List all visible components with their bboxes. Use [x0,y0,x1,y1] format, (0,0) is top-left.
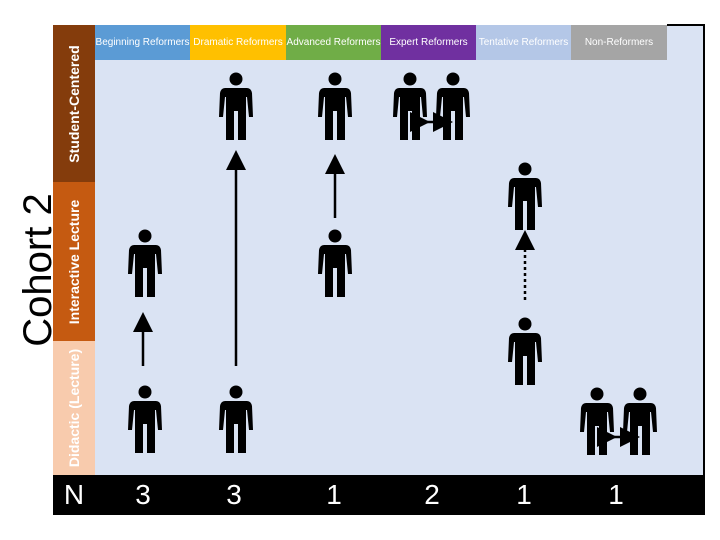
person-icon [219,385,253,453]
row-interactive-lecture: Interactive Lecture [53,182,95,341]
header-beginning-reformers: Beginning Reformers [95,25,190,60]
person-icon [623,387,657,455]
header-advanced-reformers: Advanced Reformers [286,25,381,60]
header-non-reformers: Non-Reformers [571,25,667,60]
person-icon [219,72,253,140]
n-non: 1 [608,479,624,510]
n-dramatic: 3 [226,479,242,510]
row-student-centered: Student-Centered [53,25,95,182]
border-line [667,24,705,26]
row-didactic: Didactic (Lecture) [53,341,95,475]
person-icon [580,387,614,455]
person-icon [318,229,352,297]
person-icon [508,317,542,385]
n-advanced: 1 [326,479,342,510]
header-tentative-reformers: Tentative Reformers [476,25,571,60]
n-label: N [63,479,85,510]
n-expert: 2 [424,479,440,510]
n-bar [53,475,705,515]
person-icon [393,72,427,140]
header-dramatic-reformers: Dramatic Reformers [190,25,286,60]
n-beginning: 3 [135,479,151,510]
person-icon [128,385,162,453]
header-expert-reformers: Expert Reformers [381,25,476,60]
n-tentative: 1 [516,479,532,510]
person-icon [318,72,352,140]
person-icon [508,162,542,230]
person-icon [436,72,470,140]
person-icon [128,229,162,297]
